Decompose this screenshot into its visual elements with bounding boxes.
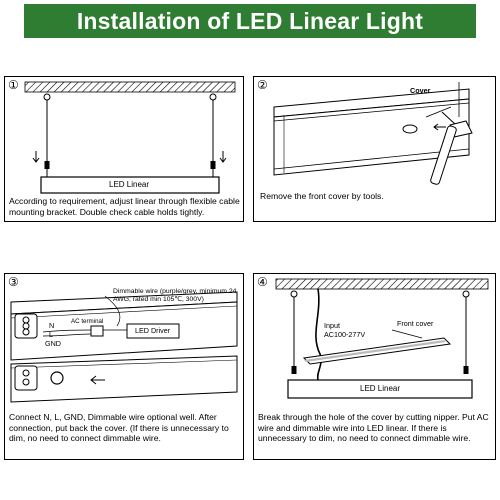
step-2-illustration bbox=[273, 82, 473, 185]
led-driver-box bbox=[126, 323, 180, 339]
led-driver-label: LED Driver bbox=[135, 326, 171, 335]
led-fixture bbox=[40, 176, 220, 194]
title-banner: Installation of LED Linear Light bbox=[24, 4, 476, 38]
screwdriver bbox=[430, 82, 473, 185]
n-wire-label: N bbox=[49, 321, 55, 330]
terminal-block bbox=[14, 313, 38, 339]
step-3-panel: ③ Dimmable wire (purple/grey, minimum 24… bbox=[4, 273, 244, 460]
gnd-wire-label: GND bbox=[45, 339, 61, 348]
cover-label: Cover bbox=[410, 86, 431, 95]
input-wire bbox=[315, 288, 322, 381]
left-cable bbox=[32, 93, 51, 177]
fixture-label: LED Linear bbox=[360, 384, 401, 393]
left-cable bbox=[290, 290, 298, 374]
page-title: Installation of LED Linear Light bbox=[76, 7, 424, 34]
step-caption: Break through the hole of the cover by c… bbox=[258, 412, 489, 443]
right-cable bbox=[462, 290, 470, 374]
step-caption: According to requirement, adjust linear … bbox=[9, 196, 240, 217]
dimmable-wire-label: Dimmable wire (purple/grey, minimum 24 A… bbox=[113, 288, 237, 304]
step-1-panel: ① LED Linear According to requirement, a… bbox=[4, 76, 244, 222]
fixture-housing bbox=[273, 88, 470, 176]
step-number: ④ bbox=[257, 275, 268, 289]
step-1-illustration bbox=[24, 81, 236, 194]
l-wire-label: L bbox=[49, 330, 53, 339]
step-4-panel: ④ Input AC100-277V Front cover LED Linea… bbox=[253, 273, 496, 460]
step-number: ③ bbox=[8, 275, 19, 289]
front-cover-label: Front cover bbox=[397, 319, 434, 328]
input-label: Input bbox=[324, 321, 340, 330]
ceiling bbox=[24, 81, 236, 93]
cover-hole bbox=[402, 124, 418, 134]
step-number: ① bbox=[8, 78, 19, 92]
voltage-label: AC100-277V bbox=[324, 330, 366, 339]
step-2-panel: ② Cover Remove the front cover by tools. bbox=[253, 76, 496, 222]
ac-terminal-label: AC terminal bbox=[71, 318, 104, 325]
step-4-illustration bbox=[275, 278, 489, 399]
step-caption: Connect N, L, GND, Dimmable wire optiona… bbox=[9, 412, 229, 443]
front-cover bbox=[302, 337, 452, 365]
ceiling bbox=[275, 278, 489, 290]
cover-arrow bbox=[425, 106, 452, 118]
ac-terminal bbox=[90, 325, 104, 337]
fixture-bottom bbox=[10, 355, 238, 403]
step-number: ② bbox=[257, 78, 268, 92]
cover-hole bbox=[50, 371, 64, 385]
right-cable bbox=[209, 93, 227, 177]
step-3-illustration bbox=[10, 291, 238, 403]
step-caption: Remove the front cover by tools. bbox=[260, 191, 384, 201]
fixture-top bbox=[10, 291, 238, 361]
led-fixture bbox=[287, 379, 473, 399]
fixture-label: LED Linear bbox=[109, 180, 150, 189]
